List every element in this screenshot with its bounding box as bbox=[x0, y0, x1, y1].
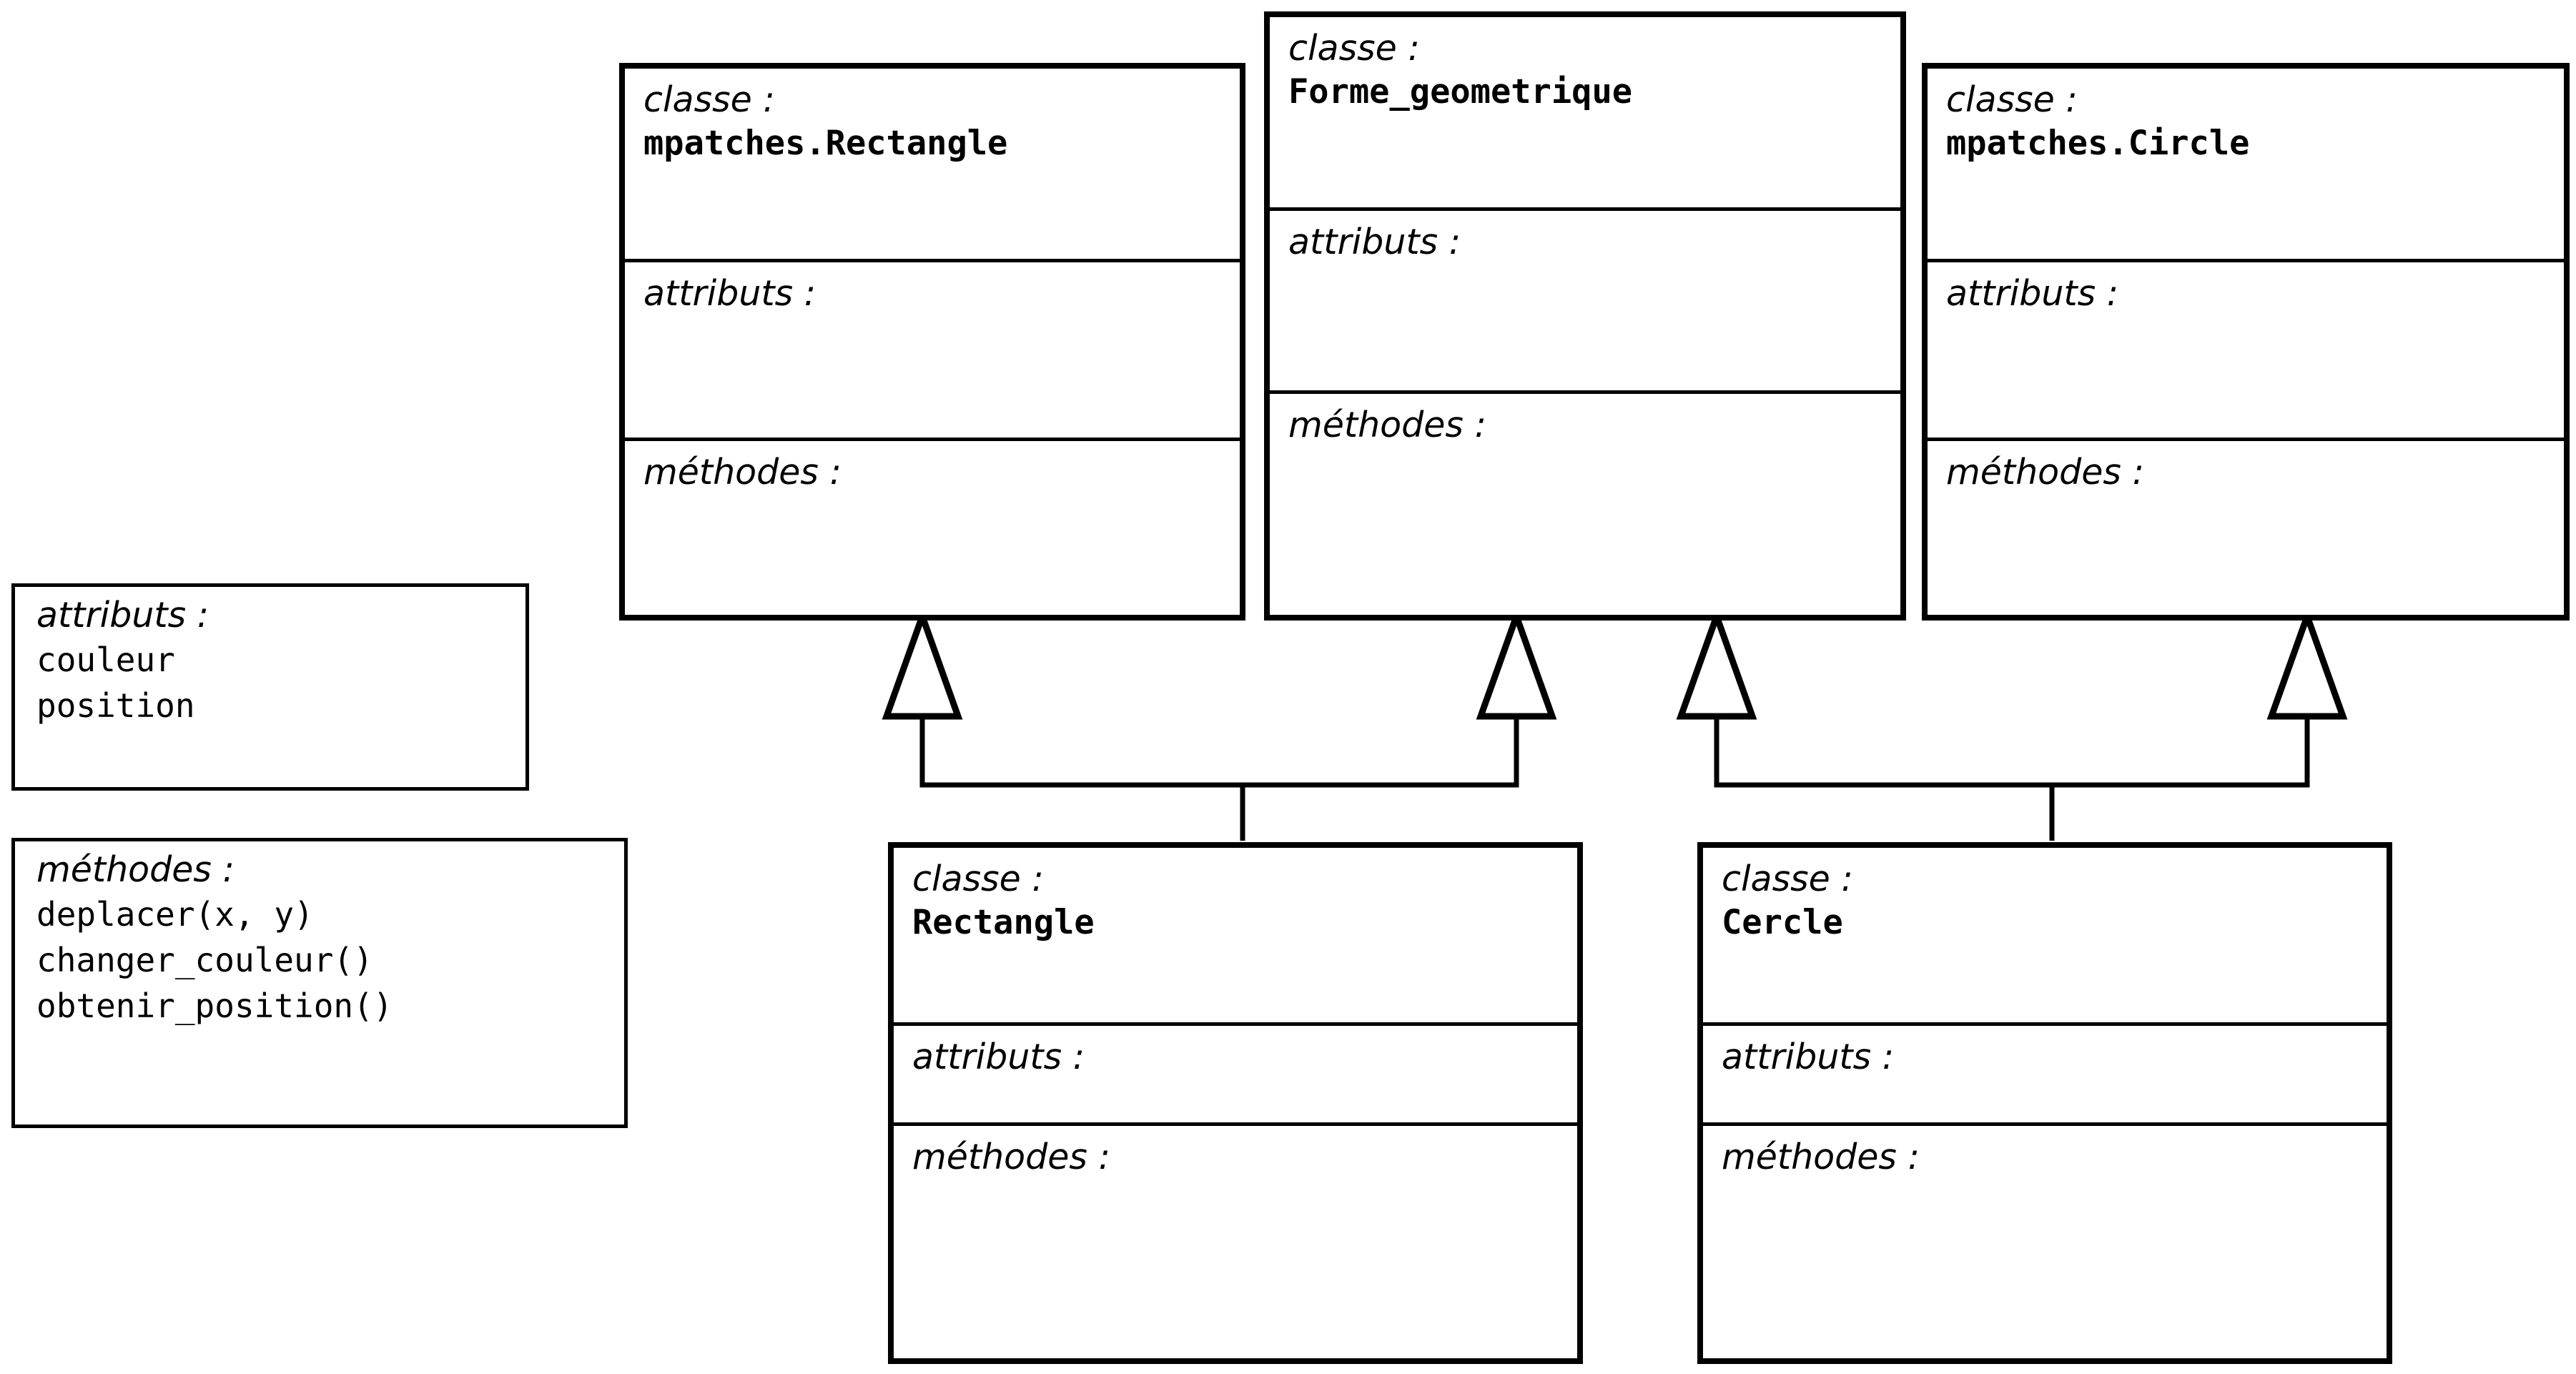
attributs-label-mpatches-circle: attributs : bbox=[1946, 273, 2119, 314]
legend-methodes-compartment: méthodes : deplacer(x, y) changer_couleu… bbox=[15, 841, 624, 1125]
attributs-compartment-mpatches-rectangle: attributs : bbox=[625, 259, 1240, 438]
legend-methode-changer-couleur: changer_couleur() bbox=[36, 941, 373, 979]
legend-methodes-header: méthodes : bbox=[36, 849, 235, 890]
methodes-compartment-rectangle: méthodes : bbox=[894, 1122, 1577, 1358]
generalization-rectangle-to-forme-geometrique bbox=[1243, 606, 1557, 788]
classe-label-forme-geometrique: classe : bbox=[1288, 28, 1420, 69]
legend-attributs-header: attributs : bbox=[36, 595, 209, 636]
methodes-compartment-cercle: méthodes : bbox=[1703, 1122, 2387, 1358]
generalization-cercle-to-forme-geometrique bbox=[1676, 606, 2055, 841]
attributs-label-rectangle: attributs : bbox=[912, 1037, 1085, 1077]
class-name-mpatches-circle: mpatches.Circle bbox=[1946, 124, 2250, 163]
legend-attributs-box: attributs : couleur position bbox=[11, 583, 529, 791]
generalization-cercle-to-mpatches-circle bbox=[2052, 606, 2348, 788]
classe-label-mpatches-circle: classe : bbox=[1946, 79, 2078, 120]
class-name-forme-geometrique: Forme_geometrique bbox=[1288, 72, 1633, 112]
classe-label-rectangle: classe : bbox=[912, 859, 1044, 899]
attributs-label-cercle: attributs : bbox=[1722, 1037, 1895, 1077]
attributs-compartment-rectangle: attributs : bbox=[894, 1022, 1577, 1122]
methodes-label-cercle: méthodes : bbox=[1722, 1137, 1920, 1177]
legend-methode-obtenir-position: obtenir_position() bbox=[36, 987, 393, 1025]
methodes-compartment-mpatches-circle: méthodes : bbox=[1928, 438, 2564, 615]
classe-label-cercle: classe : bbox=[1722, 859, 1853, 899]
class-box-forme-geometrique[interactable]: classe : Forme_geometrique attributs : m… bbox=[1264, 11, 1906, 621]
class-name-mpatches-rectangle: mpatches.Rectangle bbox=[643, 124, 1008, 163]
classe-label-mpatches-rectangle: classe : bbox=[643, 79, 775, 120]
methodes-label-forme-geometrique: méthodes : bbox=[1288, 405, 1486, 445]
class-name-compartment-mpatches-circle: classe : mpatches.Circle bbox=[1928, 69, 2564, 259]
class-name-compartment-forme-geometrique: classe : Forme_geometrique bbox=[1270, 17, 1900, 207]
class-box-mpatches-circle[interactable]: classe : mpatches.Circle attributs : mét… bbox=[1922, 63, 2570, 621]
attributs-label-mpatches-rectangle: attributs : bbox=[643, 273, 816, 314]
class-name-rectangle: Rectangle bbox=[912, 903, 1095, 942]
class-box-mpatches-rectangle[interactable]: classe : mpatches.Rectangle attributs : … bbox=[619, 63, 1245, 621]
legend-methode-deplacer: deplacer(x, y) bbox=[36, 895, 314, 934]
generalization-rectangle-to-mpatches-rectangle bbox=[882, 606, 1245, 841]
methodes-label-mpatches-rectangle: méthodes : bbox=[643, 452, 842, 493]
methodes-label-mpatches-circle: méthodes : bbox=[1946, 452, 2144, 493]
class-box-cercle[interactable]: classe : Cercle attributs : méthodes : bbox=[1697, 842, 2392, 1364]
attributs-label-forme-geometrique: attributs : bbox=[1288, 222, 1461, 262]
class-name-cercle: Cercle bbox=[1722, 903, 1843, 942]
class-box-rectangle[interactable]: classe : Rectangle attributs : méthodes … bbox=[888, 842, 1583, 1364]
attributs-compartment-cercle: attributs : bbox=[1703, 1022, 2387, 1122]
attributs-compartment-forme-geometrique: attributs : bbox=[1270, 207, 1900, 390]
methodes-label-rectangle: méthodes : bbox=[912, 1137, 1110, 1177]
methodes-compartment-forme-geometrique: méthodes : bbox=[1270, 390, 1900, 615]
legend-attribut-position: position bbox=[36, 686, 195, 725]
class-name-compartment-mpatches-rectangle: classe : mpatches.Rectangle bbox=[625, 69, 1240, 259]
legend-attributs-compartment: attributs : couleur position bbox=[15, 587, 525, 787]
class-name-compartment-cercle: classe : Cercle bbox=[1703, 848, 2387, 1022]
class-name-compartment-rectangle: classe : Rectangle bbox=[894, 848, 1577, 1022]
legend-methodes-box: méthodes : deplacer(x, y) changer_couleu… bbox=[11, 838, 628, 1128]
methodes-compartment-mpatches-rectangle: méthodes : bbox=[625, 438, 1240, 615]
legend-attribut-couleur: couleur bbox=[36, 641, 175, 679]
attributs-compartment-mpatches-circle: attributs : bbox=[1928, 259, 2564, 438]
